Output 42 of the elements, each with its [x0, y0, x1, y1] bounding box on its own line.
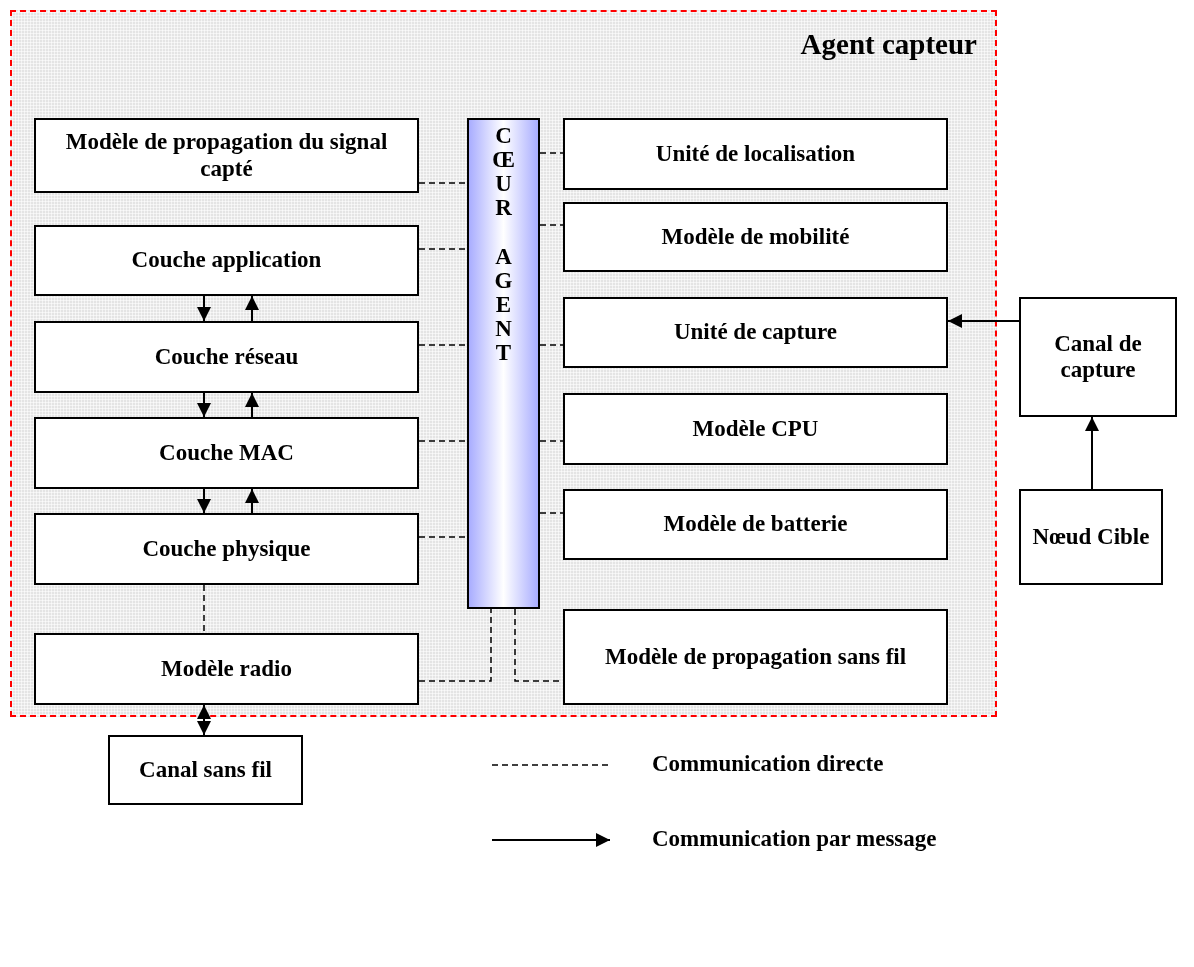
module-box: Modèle CPU	[563, 393, 948, 465]
arrow	[245, 295, 259, 322]
dashed-connector	[539, 224, 564, 226]
module-box: Modèle de propagation sans fil	[563, 609, 948, 705]
dashed-connector	[539, 344, 564, 346]
vertical-label: CŒUR AGENT	[492, 124, 515, 366]
dashed-connector	[418, 440, 468, 442]
arrow	[1085, 416, 1099, 490]
module-box: Couche MAC	[34, 417, 419, 489]
module-box: Nœud Cible	[1019, 489, 1163, 585]
dashed-connector	[418, 344, 468, 346]
arrow	[197, 488, 211, 514]
module-box: Unité de capture	[563, 297, 948, 368]
module-box: Couche physique	[34, 513, 419, 585]
arrow	[245, 392, 259, 418]
module-box: Canal sans fil	[108, 735, 303, 805]
agent-frame	[10, 10, 997, 717]
legend-text: Communication par message	[652, 826, 937, 852]
dashed-connector	[539, 152, 564, 154]
module-box: Modèle de batterie	[563, 489, 948, 560]
arrow	[197, 295, 211, 322]
dashed-connector	[418, 182, 468, 184]
dashed-connector	[418, 536, 468, 538]
core-agent-column	[467, 118, 540, 609]
frame-title: Agent capteur	[800, 28, 977, 61]
dashed-connector	[418, 248, 468, 250]
module-box: Unité de localisation	[563, 118, 948, 190]
dashed-connector	[203, 584, 205, 634]
module-box: Couche réseau	[34, 321, 419, 393]
arrow	[947, 314, 1020, 328]
dashed-connector	[539, 440, 564, 442]
module-box: Modèle radio	[34, 633, 419, 705]
dashed-connector	[539, 512, 564, 514]
dashed-connector	[418, 608, 492, 682]
arrow	[245, 488, 259, 514]
arrow	[197, 392, 211, 418]
arrow	[197, 704, 211, 736]
module-box: Couche application	[34, 225, 419, 296]
legend-text: Communication directe	[652, 751, 884, 777]
module-box: Modèle de mobilité	[563, 202, 948, 272]
module-box: Modèle de propagation du signal capté	[34, 118, 419, 193]
module-box: Canal de capture	[1019, 297, 1177, 417]
